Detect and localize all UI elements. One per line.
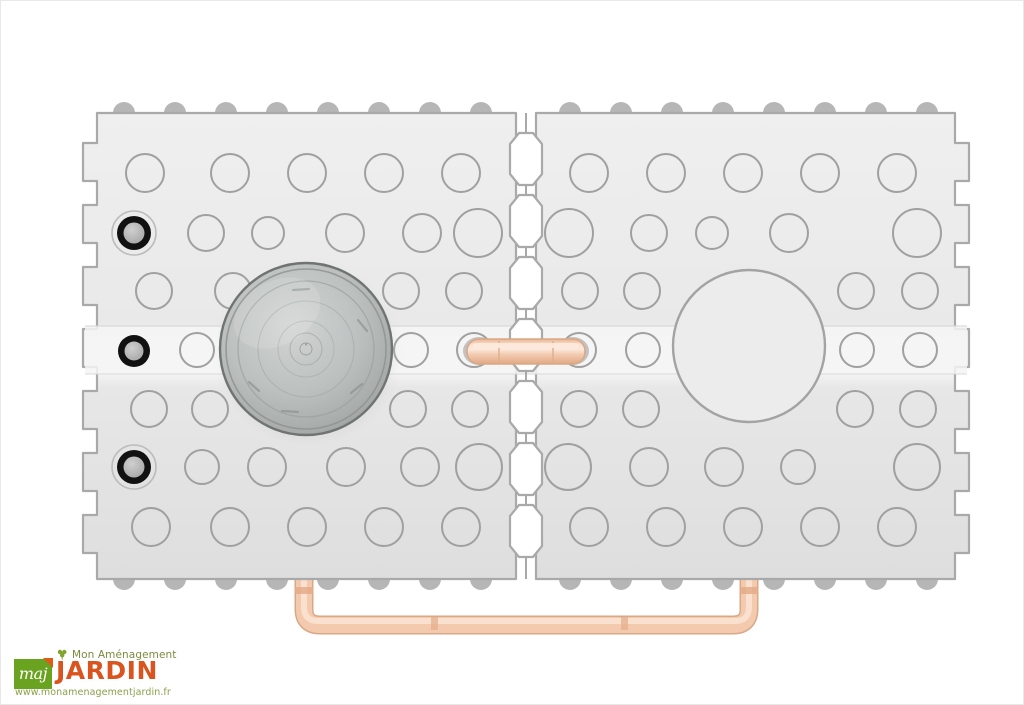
logo-monogram: maj xyxy=(18,664,48,683)
logo-url-text: www.monamenagementjardin.fr xyxy=(15,687,171,698)
bottom-return-pipe xyxy=(294,551,759,635)
logo-green-square: maj xyxy=(14,658,53,689)
skimmer-outline-circle xyxy=(671,268,827,424)
panel-seam-interlock xyxy=(508,113,544,579)
right-panel-hole-pattern xyxy=(544,153,942,547)
logo-wordmark-text: JARDIN xyxy=(56,656,158,685)
logo-leaf-accent xyxy=(43,658,53,668)
panel-edge-nubs-bottom xyxy=(113,579,938,590)
port-grommet-upper xyxy=(111,210,157,256)
panel-edge-nubs-top xyxy=(113,102,938,113)
logo-tagline-text: Mon Aménagement xyxy=(72,648,177,661)
flower-icon xyxy=(57,649,67,660)
logo-tagline-row: Mon Aménagement xyxy=(56,648,177,661)
left-panel-hole-pattern xyxy=(125,153,503,547)
center-pipe-coupler xyxy=(463,337,589,365)
svg-text:•: • xyxy=(305,342,308,349)
pump-dome-cover: • xyxy=(218,261,394,439)
port-grommet-lower xyxy=(111,444,157,490)
port-grommet-middle xyxy=(118,335,150,367)
mon-amenagement-jardin-logo: maj Mon Aménagement JARDIN www.monamenag… xyxy=(11,646,201,698)
